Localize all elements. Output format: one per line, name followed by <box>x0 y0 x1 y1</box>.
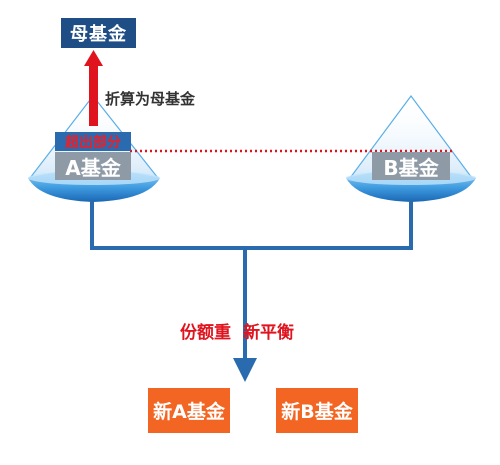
parent-fund-label: 母基金 <box>70 24 127 45</box>
parent-fund-box: 母基金 <box>61 18 136 48</box>
fund-a-text: A基金 <box>65 155 121 180</box>
fund-b-label: B基金 <box>372 152 450 180</box>
rebalance-note-part1: 份额重 <box>180 323 231 343</box>
rebalance-note: 份额重新平衡 <box>180 318 330 343</box>
excess-label: 超出部分 <box>55 132 131 151</box>
down-arrow-icon <box>233 358 257 382</box>
up-arrow-icon <box>84 50 103 126</box>
new-fund-b-label: 新B基金 <box>281 401 353 423</box>
balance-beam <box>90 200 413 362</box>
new-fund-b-box: 新B基金 <box>276 388 358 433</box>
new-fund-a-label: 新A基金 <box>153 401 225 423</box>
fund-b-text: B基金 <box>383 155 439 180</box>
new-fund-a-box: 新A基金 <box>148 388 230 433</box>
rebalance-note-part2: 新平衡 <box>243 323 294 343</box>
fund-a-label: A基金 <box>55 152 131 180</box>
convert-note: 折算为母基金 <box>105 90 196 108</box>
